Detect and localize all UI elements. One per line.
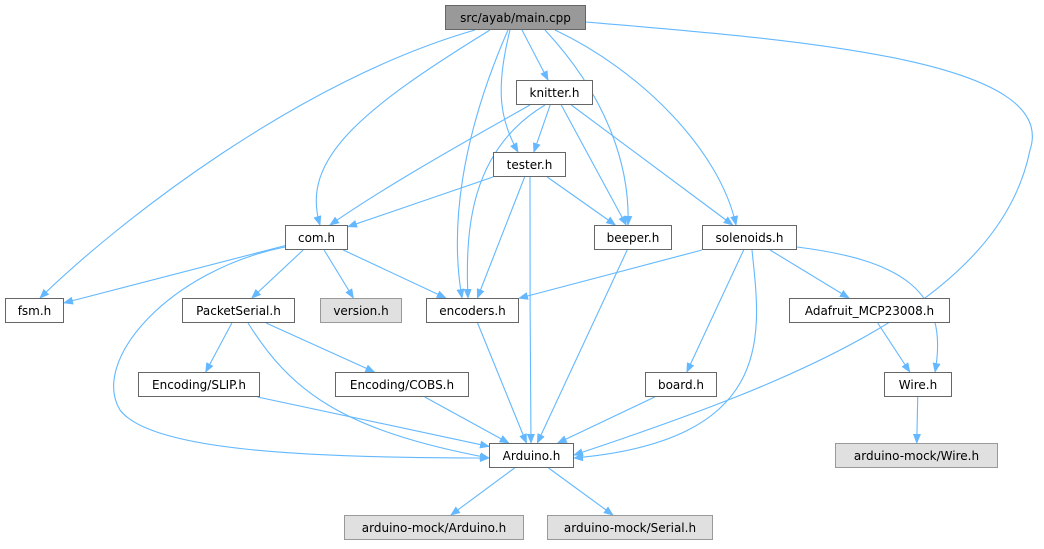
node-knitter[interactable]: knitter.h: [516, 80, 593, 105]
edge-encoders-to-arduino: [477, 322, 527, 444]
edge-main-to-arduino: [573, 21, 1033, 456]
edge-main-to-solenoids: [554, 29, 739, 226]
edge-main-to-com: [313, 29, 491, 226]
node-board[interactable]: board.h: [645, 372, 717, 397]
node-cobs[interactable]: Encoding/COBS.h: [335, 372, 469, 397]
edge-arduino-to-mockserial: [548, 467, 614, 516]
edge-solenoids-to-adafruit: [769, 249, 850, 299]
edge-com-to-packetserial: [251, 249, 304, 299]
node-fsm[interactable]: fsm.h: [5, 298, 64, 323]
node-beeper[interactable]: beeper.h: [594, 225, 672, 250]
edge-knitter-to-solenoids: [570, 104, 734, 226]
edge-tester-to-com: [347, 176, 494, 228]
edge-tester-to-beeper: [546, 176, 617, 226]
edge-main-to-fsm: [39, 29, 476, 299]
node-arduino[interactable]: Arduino.h: [489, 443, 574, 468]
node-encoders[interactable]: encoders.h: [426, 298, 519, 323]
edge-solenoids-to-arduino: [573, 249, 758, 462]
edge-wire-to-mockwire: [912, 396, 921, 444]
edge-solenoids-to-wire: [796, 246, 941, 373]
edge-com-to-version: [323, 249, 354, 299]
edge-main-to-tester: [500, 29, 519, 153]
edge-packetserial-to-slip: [205, 322, 233, 373]
edge-cobs-to-arduino: [424, 396, 510, 444]
edge-knitter-to-beeper: [560, 104, 627, 226]
node-mockserial: arduino-mock/Serial.h: [547, 515, 713, 540]
edge-board-to-arduino: [556, 396, 655, 444]
edge-knitter-to-tester: [533, 104, 551, 153]
edge-beeper-to-arduino: [536, 249, 628, 444]
node-solenoids[interactable]: solenoids.h: [702, 225, 797, 250]
node-main[interactable]: src/ayab/main.cpp: [445, 5, 586, 30]
edge-com-to-fsm: [63, 245, 286, 305]
node-mockarduino: arduino-mock/Arduino.h: [344, 515, 524, 540]
node-packetserial[interactable]: PacketSerial.h: [182, 298, 295, 323]
edge-adafruit-to-wire: [877, 322, 911, 373]
node-version: version.h: [320, 298, 402, 323]
edge-main-to-beeper: [544, 29, 633, 226]
node-slip[interactable]: Encoding/SLIP.h: [138, 372, 260, 397]
node-mockwire: arduino-mock/Wire.h: [835, 443, 998, 468]
edge-knitter-to-com: [329, 104, 531, 226]
edge-com-to-encoders: [342, 249, 447, 299]
edge-packetserial-to-cobs: [265, 322, 376, 373]
edge-packetserial-to-arduino: [247, 322, 490, 461]
edge-main-to-knitter: [521, 29, 549, 81]
node-wire[interactable]: Wire.h: [884, 372, 952, 397]
edge-solenoids-to-encoders: [518, 249, 703, 300]
node-adafruit[interactable]: Adafruit_MCP23008.h: [789, 298, 950, 323]
edge-slip-to-arduino: [257, 396, 490, 449]
edge-com-to-arduino: [113, 246, 490, 462]
edge-knitter-to-encoders: [463, 104, 546, 299]
edge-tester-to-encoders: [476, 176, 526, 299]
edge-main-to-encoders: [456, 29, 509, 299]
node-com[interactable]: com.h: [285, 225, 348, 250]
edge-tester-to-arduino: [526, 176, 535, 444]
edge-arduino-to-mockarduino: [450, 467, 515, 516]
edge-solenoids-to-board: [686, 249, 745, 373]
node-tester[interactable]: tester.h: [493, 152, 566, 177]
